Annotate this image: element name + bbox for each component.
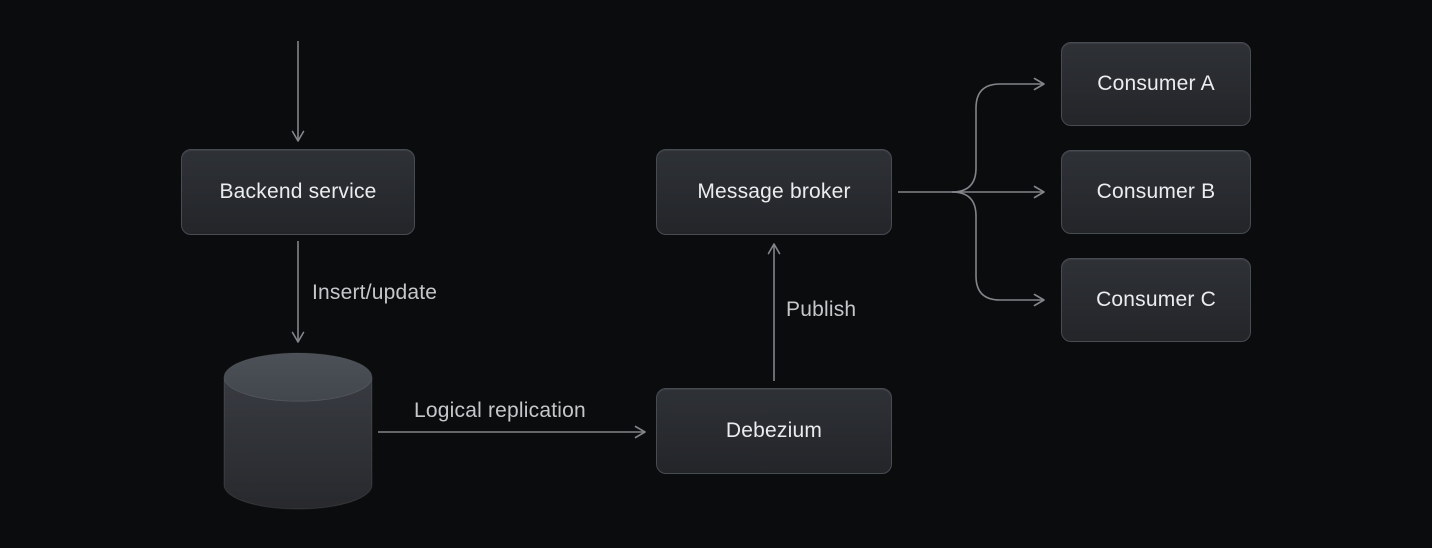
node-consumer-b: Consumer B — [1061, 150, 1251, 234]
arrow-broker-to-consumer-a — [951, 77, 1045, 193]
node-consumer-a: Consumer A — [1061, 42, 1251, 126]
database-lid — [223, 352, 373, 402]
arrow-broker-to-consumer-c — [951, 191, 1045, 307]
node-backend-service: Backend service — [181, 149, 415, 235]
database-cylinder-icon — [223, 352, 373, 510]
node-message-broker: Message broker — [656, 149, 892, 235]
edge-label-logical-replication: Logical replication — [414, 399, 586, 422]
node-debezium: Debezium — [656, 388, 892, 474]
edge-label-publish: Publish — [786, 298, 857, 321]
node-consumer-c: Consumer C — [1061, 258, 1251, 342]
edge-label-insert-update: Insert/update — [312, 281, 438, 304]
